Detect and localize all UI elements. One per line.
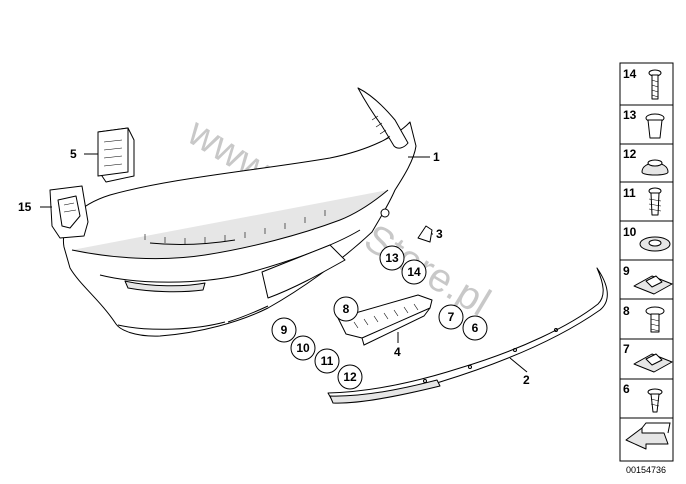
panel-row-10: 10 — [623, 225, 671, 252]
svg-text:6: 6 — [623, 382, 630, 396]
panel-row-12: 12 — [623, 147, 669, 176]
panel-row-11: 11 — [623, 186, 662, 216]
svg-text:11: 11 — [623, 186, 636, 200]
circled-label-13: 13 — [379, 245, 405, 271]
spring-screw-icon — [648, 187, 662, 216]
callout-label: 5 — [70, 147, 77, 161]
lower-trim-strip-part — [327, 267, 608, 404]
connector-part — [97, 127, 135, 183]
clip-nut-icon — [633, 353, 673, 373]
rivet-icon — [645, 113, 665, 139]
grommet-icon — [641, 159, 669, 176]
panel-row-8: 8 — [623, 304, 665, 333]
svg-text:8: 8 — [343, 302, 350, 316]
circled-label-11: 11 — [314, 348, 340, 374]
panel-row-9: 9 — [623, 264, 673, 295]
svg-text:13: 13 — [623, 108, 637, 122]
screw-icon — [647, 388, 663, 413]
circled-label-14: 14 — [401, 259, 427, 285]
reinforcement-plate-part — [337, 294, 433, 346]
panel-row-6: 6 — [623, 382, 663, 413]
panel-row-13: 13 — [623, 108, 665, 139]
svg-text:9: 9 — [623, 264, 630, 278]
diagram-id: 00154736 — [626, 465, 666, 475]
callout-5: 5 — [70, 147, 98, 161]
callout-label: 1 — [433, 150, 440, 164]
svg-text:7: 7 — [448, 310, 455, 324]
bumper-cover — [62, 87, 417, 337]
panel-row-14: 14 — [623, 67, 662, 100]
side-bracket-part — [49, 185, 89, 239]
circled-label-8: 8 — [333, 296, 359, 322]
callout-1: 1 — [408, 150, 440, 164]
svg-text:13: 13 — [385, 251, 399, 265]
svg-text:14: 14 — [407, 265, 421, 279]
callout-15: 15 — [18, 200, 52, 214]
small-clip-part — [417, 225, 433, 243]
circled-label-6: 6 — [462, 315, 488, 341]
svg-text:9: 9 — [281, 323, 288, 337]
panel-row-7: 7 — [623, 342, 673, 373]
callout-label: 2 — [523, 373, 530, 387]
direction-arrow-icon — [625, 422, 671, 450]
callout-2: 2 — [509, 357, 530, 387]
svg-text:7: 7 — [623, 342, 630, 356]
flange-screw-icon — [645, 306, 665, 333]
svg-text:6: 6 — [472, 321, 479, 335]
washer-icon — [639, 236, 671, 252]
circled-label-12: 12 — [337, 364, 363, 390]
svg-text:8: 8 — [623, 304, 630, 318]
callout-label: 4 — [394, 345, 401, 359]
svg-text:12: 12 — [623, 147, 637, 161]
circled-label-7: 7 — [438, 304, 464, 330]
callout-3: 3 — [432, 227, 443, 241]
svg-text:10: 10 — [296, 341, 310, 355]
fastener-panel: 14 13 12 11 — [619, 62, 674, 462]
circled-label-9: 9 — [271, 317, 297, 343]
callout-label: 15 — [18, 200, 32, 214]
callout-label: 3 — [436, 227, 443, 241]
svg-text:12: 12 — [343, 370, 357, 384]
svg-text:10: 10 — [623, 225, 637, 239]
svg-text:11: 11 — [321, 354, 334, 368]
callout-4: 4 — [394, 332, 401, 359]
circled-label-10: 10 — [290, 335, 316, 361]
screw-icon — [648, 69, 662, 100]
clip-nut-icon — [633, 275, 673, 295]
svg-text:14: 14 — [623, 67, 637, 81]
